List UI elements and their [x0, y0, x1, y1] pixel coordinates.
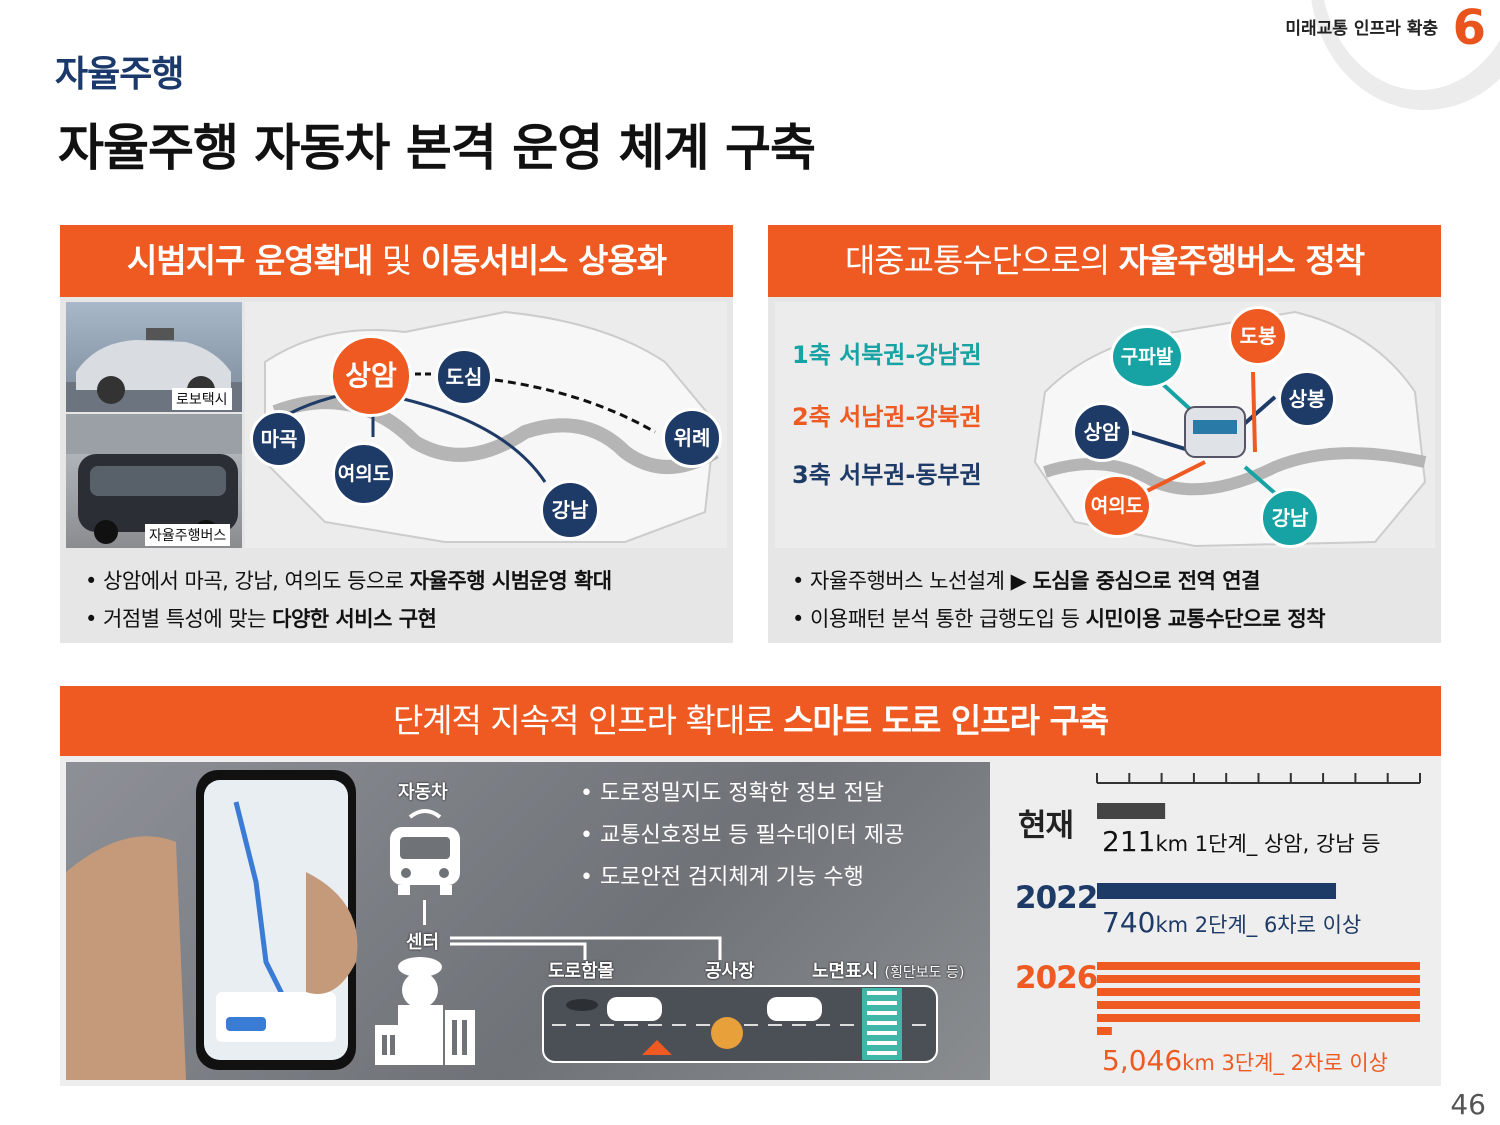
right-bullet-2: • 이용패턴 분석 통한 급행도입 등 시민이용 교통수단으로 정착: [792, 603, 1326, 633]
node-gangnam: 강남: [540, 480, 600, 540]
node-dobong: 도봉: [1228, 306, 1288, 366]
car-center-connector: [423, 900, 426, 925]
robotaxi-caption: 로보택시: [172, 388, 232, 410]
node-sangbong: 상봉: [1278, 370, 1336, 428]
autobus-caption: 자율주행버스: [145, 524, 231, 546]
bottom-banner-plain: 단계적 지속적 인프라 확대로: [392, 701, 775, 740]
left-bullet-1-bold: 자율주행 시범운영 확대: [409, 569, 612, 593]
node-dosim: 도심: [435, 348, 493, 406]
node-wirye: 위례: [662, 408, 722, 468]
axis-3-label: 3축 서부권-동부권: [792, 461, 982, 489]
left-bullet-2: • 거점별 특성에 맞는 다양한 서비스 구현: [85, 603, 437, 633]
right-bullet-2-bold: 시민이용 교통수단으로 정착: [1085, 607, 1326, 631]
left-banner-bold2: 이동서비스 상용화: [420, 241, 667, 280]
node-magok: 마곡: [250, 410, 308, 468]
info-bullet-2: • 교통신호정보 등 필수데이터 제공: [580, 823, 905, 848]
chart-unit-0: km: [1155, 832, 1189, 856]
center-link-lines: [450, 936, 722, 960]
right-bullet-1-bold: 도심을 중심으로 전역 연결: [1032, 569, 1260, 593]
page-number: 46: [1450, 1088, 1486, 1121]
left-banner-mid: 및: [381, 241, 412, 280]
info-bullet-3: • 도로안전 검지체계 기능 수행: [580, 865, 864, 890]
chart-bar-2-segment: [1097, 962, 1420, 970]
chart-bar-1-segment: [1097, 883, 1337, 899]
chart-axis-ticks: [1096, 773, 1421, 784]
chart-value-0: 211: [1102, 825, 1156, 858]
chart-bar-2-segment: [1097, 1001, 1420, 1009]
road-label-marking-text: 노면표시: [812, 961, 879, 982]
chart-value-2: 5,046: [1102, 1044, 1183, 1077]
chart-stage-2: 3단계_ 2차로 이상: [1221, 1051, 1388, 1075]
node-right-yeouido: 여의도: [1082, 474, 1152, 538]
section-name: 자율주행: [55, 54, 184, 95]
left-bullet-1: • 상암에서 마곡, 강남, 여의도 등으로 자율주행 시범운영 확대: [85, 565, 612, 595]
chart-data-label-0: 211km 1단계_ 상암, 강남 등: [1102, 825, 1381, 858]
right-bullet-1: • 자율주행버스 노선설계 ▶ 도심을 중심으로 전역 연결: [792, 565, 1260, 595]
chart-stage-0: 1단계_ 상암, 강남 등: [1194, 832, 1381, 856]
node-gupabal: 구파발: [1110, 325, 1184, 389]
info-bullet-1: • 도로정밀지도 정확한 정보 전달: [580, 781, 885, 806]
chart-bar-0-segment: [1097, 803, 1166, 819]
road-length-chart: [1096, 773, 1421, 1035]
left-banner: 시범지구 운영확대 및 이동서비스 상용화: [60, 225, 733, 297]
axis-1-label: 1축 서북권-강남권: [792, 341, 982, 369]
road-label-marking-note: (횡단보도 등): [884, 965, 965, 981]
chart-data-label-1: 740km 2단계_ 6차로 이상: [1102, 906, 1361, 939]
left-bullet-1-text: • 상암에서 마곡, 강남, 여의도 등으로: [85, 569, 410, 593]
right-bullet-1-text: • 자율주행버스 노선설계 ▶: [792, 569, 1033, 593]
chart-bars: [1097, 803, 1420, 1035]
left-bullet-2-bold: 다양한 서비스 구현: [272, 607, 437, 631]
left-route-map: [245, 302, 727, 548]
node-right-gangnam: 강남: [1260, 488, 1320, 548]
chart-unit-2: km: [1182, 1051, 1215, 1075]
road-label-pothole: 도로함몰: [548, 961, 615, 982]
bottom-banner-bold: 스마트 도로 인프라 구축: [783, 701, 1109, 740]
chart-category-1: 2022: [1015, 880, 1098, 916]
bus-icon: [390, 809, 460, 895]
road-illustration: [542, 985, 938, 1063]
right-banner-plain: 대중교통수단으로의: [844, 241, 1110, 280]
left-bullet-2-text: • 거점별 특성에 맞는: [85, 607, 273, 631]
right-bullet-2-text: • 이용패턴 분석 통한 급행도입 등: [792, 607, 1086, 631]
left-banner-bold1: 시범지구 운영확대: [126, 241, 373, 280]
chart-category-2: 2026: [1015, 960, 1098, 996]
bottom-banner: 단계적 지속적 인프라 확대로 스마트 도로 인프라 구축: [60, 686, 1441, 756]
phone-in-hand: [66, 770, 358, 1080]
chart-stage-1: 2단계_ 6차로 이상: [1194, 913, 1362, 937]
chapter-label: 미래교통 인프라 확충: [1285, 19, 1438, 39]
node-right-sangam: 상암: [1072, 402, 1132, 462]
chart-bar-2-segment: [1097, 1014, 1420, 1022]
chart-category-0: 현재: [1018, 808, 1074, 844]
node-yeouido: 여의도: [332, 442, 396, 506]
chart-bar-2-segment: [1097, 1027, 1112, 1035]
axis-2-label: 2축 서남권-강북권: [792, 403, 982, 431]
road-label-construction: 공사장: [705, 961, 755, 982]
right-banner-bold: 자율주행버스 정착: [1118, 241, 1365, 280]
info-bullets: • 도로정밀지도 정확한 정보 전달 • 교통신호정보 등 필수데이터 제공 •…: [580, 773, 904, 899]
chart-value-1: 740: [1102, 906, 1156, 939]
chart-unit-1: km: [1155, 913, 1189, 937]
road-label-marking: 노면표시 (횡단보도 등): [812, 957, 964, 983]
page-title: 자율주행 자동차 본격 운영 체계 구축: [58, 119, 816, 177]
car-label: 자동차: [398, 782, 448, 803]
center-label: 센터: [406, 932, 440, 953]
node-sangam: 상암: [330, 335, 412, 417]
chart-data-label-2: 5,046km 3단계_ 2차로 이상: [1102, 1044, 1388, 1077]
right-banner: 대중교통수단으로의 자율주행버스 정착: [768, 225, 1441, 297]
chart-bar-2-segment: [1097, 975, 1420, 983]
center-building-icon: [375, 957, 475, 1065]
chapter-number: 6: [1452, 0, 1486, 56]
chart-bar-2-segment: [1097, 988, 1420, 996]
